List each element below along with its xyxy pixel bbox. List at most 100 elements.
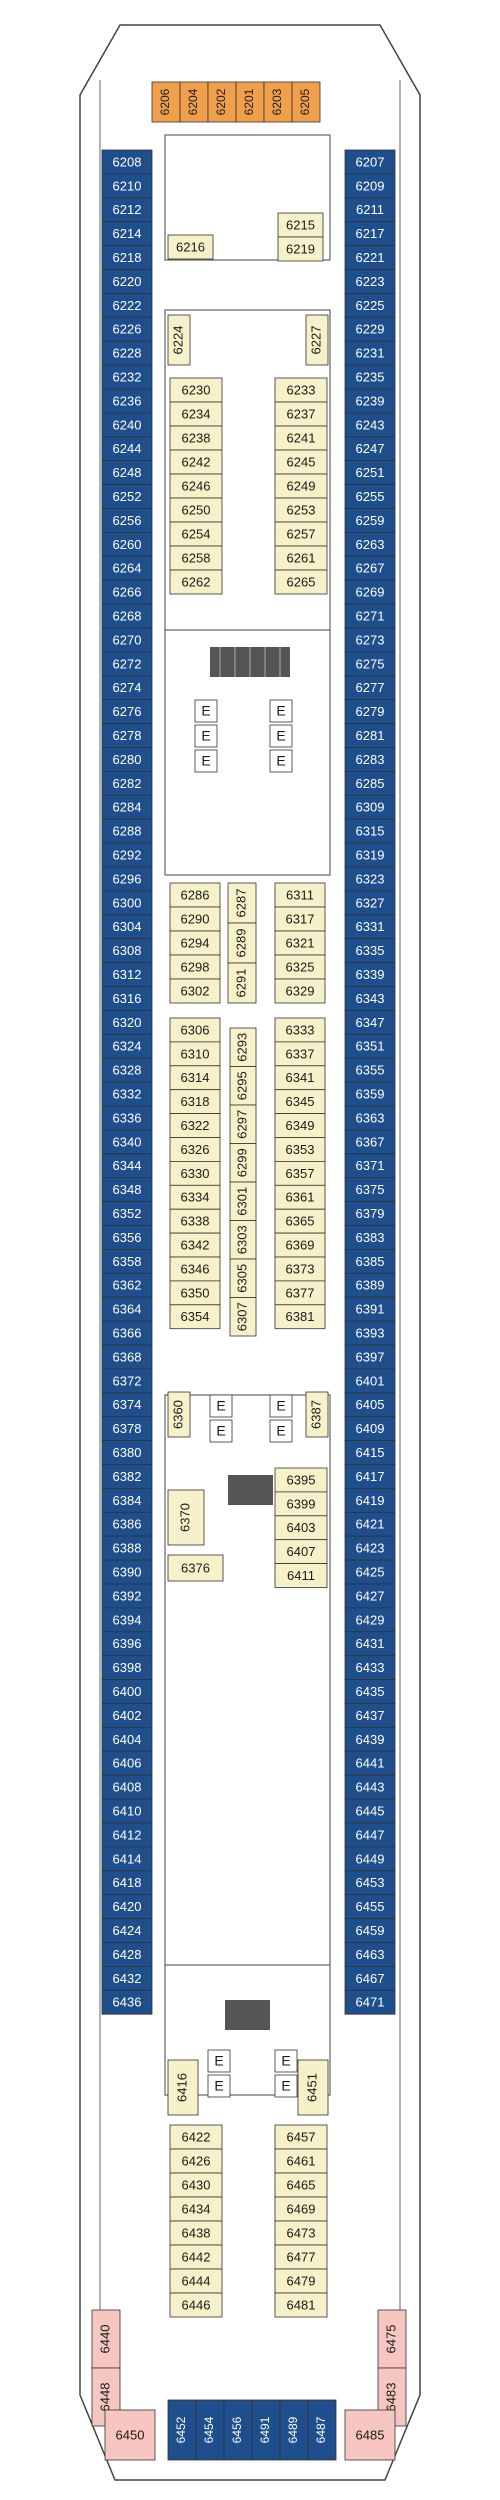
cabin-label-6326: 6326 (181, 1142, 210, 1157)
suite-6205 (291, 81, 321, 123)
cabin-label-6420: 6420 (113, 1899, 142, 1914)
cabin-6489 (279, 2399, 309, 2461)
cabin-label-6305: 6305 (234, 1264, 249, 1293)
cabin-label-6207: 6207 (356, 154, 385, 169)
cabin-label-6279: 6279 (356, 704, 385, 719)
cabin-6216 (167, 234, 214, 260)
cabin-6305 (229, 1258, 257, 1298)
cabin-label-6256: 6256 (113, 513, 142, 528)
cabin-label-6228: 6228 (113, 346, 142, 361)
cabin-label-6483: 6483 (383, 2383, 398, 2412)
cabin-6289 (227, 922, 257, 964)
cabin-6438 (169, 2220, 223, 2246)
cabin-label-6391: 6391 (356, 1302, 385, 1317)
cabin-label-6424: 6424 (113, 1923, 142, 1938)
elevator-label-0: E (201, 703, 210, 719)
cabin-6261 (274, 545, 328, 571)
cabin-label-6457: 6457 (287, 2129, 316, 2144)
elevator-label-7: E (216, 1423, 225, 1439)
elevator-label-8: E (276, 1398, 285, 1414)
cabin-label-6245: 6245 (287, 454, 316, 469)
cabin-6411 (274, 1563, 328, 1588)
cabin-6307 (229, 1297, 257, 1337)
cabin-label-6306: 6306 (181, 1022, 210, 1037)
cabin-6301 (229, 1181, 257, 1221)
cabin-label-6317: 6317 (286, 911, 315, 926)
cabin-label-6251: 6251 (356, 465, 385, 480)
cabin-label-6439: 6439 (356, 1732, 385, 1747)
cabin-label-6400: 6400 (113, 1684, 142, 1699)
cabin-label-6216: 6216 (176, 239, 205, 254)
cabin-label-6212: 6212 (113, 202, 142, 217)
cabin-label-6250: 6250 (182, 502, 211, 517)
cabin-label-6445: 6445 (356, 1803, 385, 1818)
cabin-label-6463: 6463 (356, 1947, 385, 1962)
cabin-label-6328: 6328 (113, 1063, 142, 1078)
cabin-label-6383: 6383 (356, 1230, 385, 1245)
cabin-label-6421: 6421 (356, 1517, 385, 1532)
cabin-label-6235: 6235 (356, 369, 385, 384)
cabin-label-6323: 6323 (356, 871, 385, 886)
elevator-13 (274, 2074, 298, 2098)
cabin-label-6316: 6316 (113, 991, 142, 1006)
cabin-label-6371: 6371 (356, 1158, 385, 1173)
cabin-label-6289: 6289 (233, 929, 248, 958)
cabin-label-6310: 6310 (181, 1046, 210, 1061)
cabin-label-6282: 6282 (113, 776, 142, 791)
cabin-label-6303: 6303 (234, 1225, 249, 1254)
cabin-label-6425: 6425 (356, 1564, 385, 1579)
cabin-label-6272: 6272 (113, 656, 142, 671)
cabin-label-6417: 6417 (356, 1469, 385, 1484)
cabin-label-6442: 6442 (182, 2249, 211, 2264)
cabin-label-6355: 6355 (356, 1063, 385, 1078)
cabin-6246 (169, 473, 223, 499)
cabin-6237 (274, 401, 328, 427)
cabin-label-6335: 6335 (356, 943, 385, 958)
suite-label-6206: 6206 (158, 88, 172, 115)
cabin-label-6377: 6377 (286, 1285, 315, 1300)
cabin-6440 (91, 2309, 121, 2369)
cabin-label-6381: 6381 (286, 1309, 315, 1324)
cabin-label-6339: 6339 (356, 967, 385, 982)
cabin-label-6226: 6226 (113, 322, 142, 337)
cabin-6491 (251, 2399, 281, 2461)
cabin-label-6443: 6443 (356, 1780, 385, 1795)
cabin-label-6254: 6254 (182, 526, 211, 541)
elevator-4 (269, 724, 293, 748)
cabin-label-6286: 6286 (181, 887, 210, 902)
suite-label-6205: 6205 (298, 88, 312, 115)
cabin-label-6252: 6252 (113, 489, 142, 504)
cabin-label-6227: 6227 (308, 326, 323, 355)
suite-label-6201: 6201 (242, 88, 256, 115)
cabin-6456 (223, 2399, 253, 2461)
cabin-label-6461: 6461 (287, 2153, 316, 2168)
cabin-label-6219: 6219 (286, 241, 315, 256)
suite-6203 (263, 81, 293, 123)
elevator-8 (269, 1394, 293, 1418)
cabin-6227 (305, 314, 329, 366)
cabin-label-6351: 6351 (356, 1039, 385, 1054)
cabin-6422 (169, 2124, 223, 2150)
cabin-label-6358: 6358 (113, 1254, 142, 1269)
elevator-11 (207, 2074, 231, 2098)
cabin-label-6446: 6446 (182, 2297, 211, 2312)
cabin-label-6414: 6414 (113, 1851, 142, 1866)
cabin-label-6361: 6361 (286, 1190, 315, 1205)
cabin-label-6321: 6321 (286, 935, 315, 950)
suite-6202 (207, 81, 237, 123)
cabin-label-6427: 6427 (356, 1588, 385, 1603)
cabin-label-6452: 6452 (174, 2416, 188, 2443)
elevator-2 (194, 749, 218, 773)
cabin-label-6333: 6333 (286, 1022, 315, 1037)
cabin-label-6481: 6481 (287, 2297, 316, 2312)
cabin-6303 (229, 1220, 257, 1260)
cabin-label-6412: 6412 (113, 1827, 142, 1842)
cabin-label-6395: 6395 (287, 1472, 316, 1487)
cabin-label-6477: 6477 (287, 2249, 316, 2264)
cabin-6317 (274, 906, 326, 932)
cabin-label-6238: 6238 (182, 430, 211, 445)
cabin-label-6261: 6261 (287, 550, 316, 565)
cabin-label-6345: 6345 (286, 1094, 315, 1109)
cabin-label-6489: 6489 (286, 2416, 300, 2443)
